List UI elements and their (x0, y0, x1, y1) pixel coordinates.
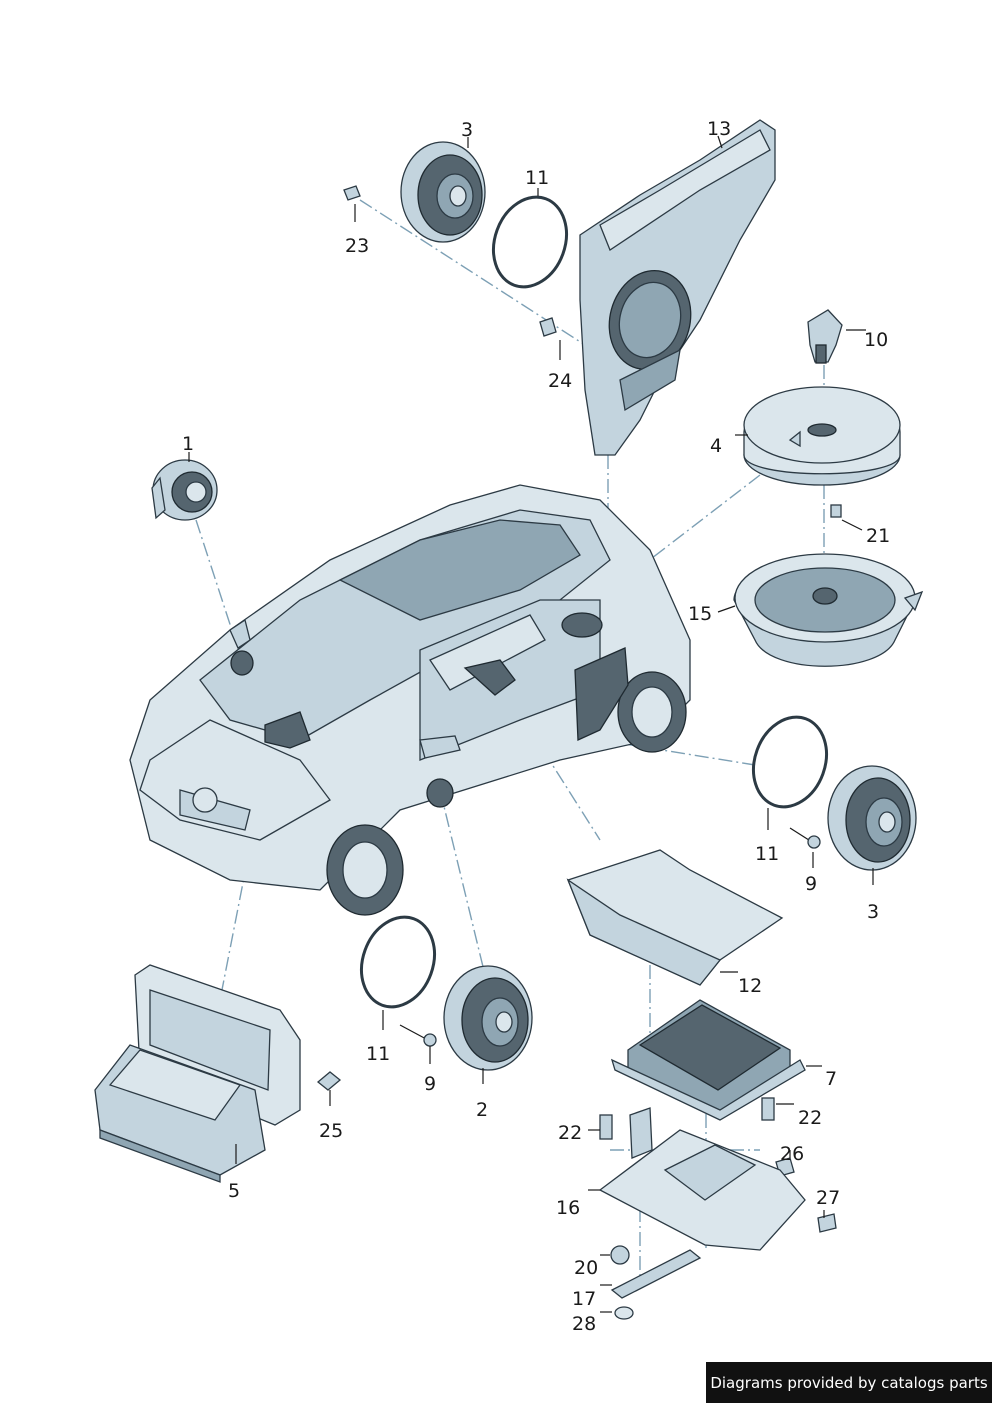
callout-4: 4 (710, 435, 722, 457)
callout-1: 1 (182, 433, 194, 455)
ring-seal-11-left (360, 915, 436, 1009)
callout-15: 15 (688, 603, 712, 625)
callout-10: 10 (864, 329, 888, 351)
callout-21: 21 (866, 525, 890, 547)
callout-12: 12 (738, 975, 762, 997)
callout-22-left: 22 (558, 1122, 582, 1144)
callout-3-top: 3 (461, 119, 473, 141)
ring-seal-11-right (752, 715, 828, 809)
callout-25: 25 (319, 1120, 343, 1142)
callout-2: 2 (476, 1099, 488, 1121)
callout-24: 24 (548, 370, 572, 392)
callout-16: 16 (556, 1197, 580, 1219)
small-bracket-part-17 (610, 1249, 702, 1299)
callout-27: 27 (816, 1187, 840, 1209)
amplifier-cover-part-12 (566, 849, 784, 986)
screws (316, 185, 842, 1320)
speaker-part-3-right (827, 765, 917, 871)
callout-9-right: 9 (805, 873, 817, 895)
callout-11-right: 11 (755, 843, 779, 865)
callout-labels: 1 2 3 3 4 5 7 9 9 10 11 11 11 12 13 15 1… (182, 118, 890, 1335)
callout-28: 28 (572, 1313, 596, 1335)
callout-13: 13 (707, 118, 731, 140)
head-unit-part-5 (94, 964, 301, 1183)
tweeter-part-1 (151, 459, 218, 521)
speaker-part-3-top (400, 141, 486, 243)
callout-11-top: 11 (525, 167, 549, 189)
speaker-part-2 (443, 965, 533, 1071)
callout-5: 5 (228, 1180, 240, 1202)
callout-7: 7 (825, 1068, 837, 1090)
car-body (129, 484, 691, 916)
attribution-text: Diagrams provided by catalogs parts (710, 1373, 988, 1392)
connector-part-10 (807, 309, 843, 364)
ring-seal-11-top (492, 195, 568, 289)
callout-22-right: 22 (798, 1107, 822, 1129)
mounting-bracket-part-16 (598, 1107, 806, 1251)
subwoofer-cover-part-4 (743, 386, 901, 486)
callout-23: 23 (345, 235, 369, 257)
callout-leaders (188, 135, 874, 1313)
callout-17: 17 (572, 1288, 596, 1310)
attribution-banner: Diagrams provided by catalogs parts (706, 1362, 992, 1403)
callout-26: 26 (780, 1143, 804, 1165)
callout-20: 20 (574, 1257, 598, 1279)
subwoofer-tray-part-15 (733, 553, 924, 667)
amplifier-part-7 (610, 999, 806, 1121)
callout-11-left: 11 (366, 1043, 390, 1065)
callout-3-right: 3 (867, 901, 879, 923)
callout-9-left: 9 (424, 1073, 436, 1095)
speaker-housing-part-13 (579, 119, 776, 456)
